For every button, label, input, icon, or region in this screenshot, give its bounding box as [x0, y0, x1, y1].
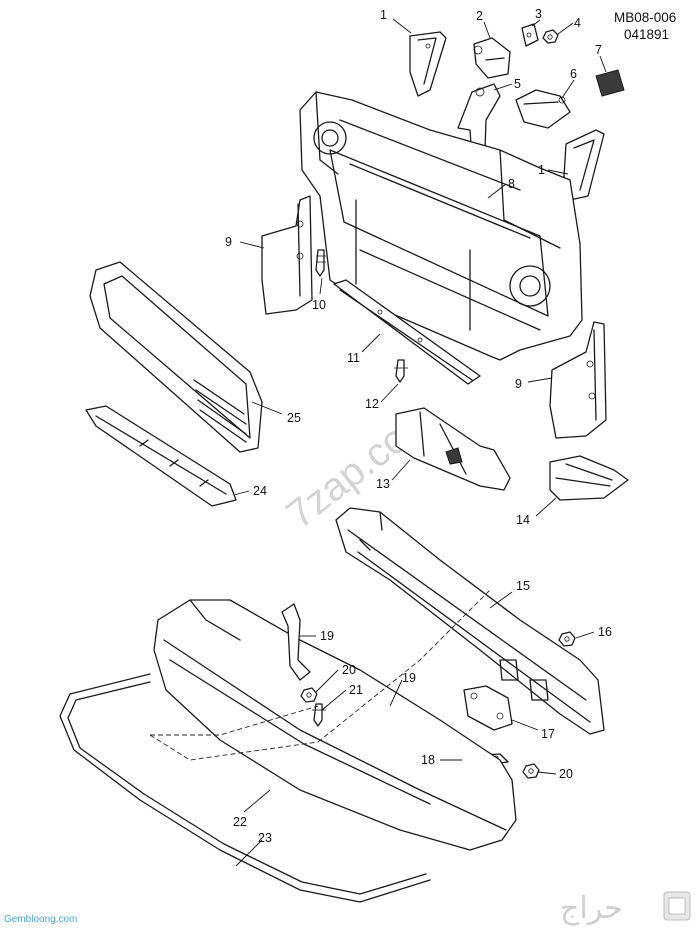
fascia-22: [153, 599, 517, 851]
lamp-13: [395, 407, 511, 491]
assembly-line-right: [317, 589, 491, 743]
screw-12: [394, 359, 408, 383]
callout-16: 16: [598, 625, 612, 639]
callout-7: 7: [595, 43, 602, 57]
callout-19-left: 19: [320, 629, 334, 643]
callout-25: 25: [287, 411, 301, 425]
bracket-9-right: [549, 321, 607, 439]
callout-9-left: 9: [225, 235, 232, 249]
callout-23: 23: [258, 831, 272, 845]
molding-strip-23: [59, 673, 431, 903]
bracket-1-top: [409, 31, 447, 97]
callout-4: 4: [574, 16, 581, 30]
bar-11: [333, 279, 481, 385]
callout-3: 3: [535, 7, 542, 21]
callout-9-right: 9: [515, 377, 522, 391]
callout-20-right: 20: [559, 767, 573, 781]
assembly-line-left: [150, 705, 319, 736]
latch-7: [595, 69, 625, 97]
grille-bar-24: [85, 405, 237, 507]
bracket-6: [515, 89, 571, 129]
lamp-14: [549, 455, 629, 501]
callout-21: 21: [349, 683, 363, 697]
bracket-17: [463, 685, 513, 731]
svg-text:حراج: حراج: [560, 891, 623, 926]
callout-24: 24: [253, 484, 267, 498]
site-watermark: Gembloong.com: [4, 914, 77, 925]
callout-15: 15: [516, 579, 530, 593]
screw-21: [312, 703, 326, 727]
callout-1-top: 1: [380, 8, 387, 22]
callout-14: 14: [516, 513, 530, 527]
diagram-code: MB08-006: [614, 10, 676, 25]
bracket-1-right: [563, 129, 605, 201]
callout-11: 11: [347, 351, 360, 365]
callout-labels: 1 2 3 4 5 6 7 1 8 9 10 11 12 9 25 13 14 …: [225, 7, 612, 845]
callout-2: 2: [476, 9, 483, 23]
callout-13: 13: [376, 477, 390, 491]
nut-20-left: [300, 687, 318, 703]
callout-5: 5: [514, 77, 521, 91]
callout-20-left: 20: [342, 663, 356, 677]
bracket-2: [473, 37, 511, 79]
nut-4: [542, 29, 559, 44]
strip-19-left: [281, 603, 311, 681]
nut-16: [558, 631, 576, 647]
callout-8: 8: [508, 177, 515, 191]
screw-10: [315, 249, 326, 277]
callout-17: 17: [541, 727, 555, 741]
bracket-9-left: [261, 195, 313, 315]
clip-3: [521, 23, 539, 47]
radiator-support-8: [299, 91, 583, 361]
callout-19-right: 19: [402, 671, 416, 685]
impact-bar-15: [335, 507, 605, 735]
diagram-date: 041891: [624, 27, 669, 42]
grille-25: [89, 261, 263, 453]
haraj-logo: حراج: [560, 891, 691, 926]
callout-22: 22: [233, 815, 247, 829]
leader-lines: [233, 18, 607, 867]
callout-6: 6: [570, 67, 577, 81]
callout-1-right: 1: [538, 163, 545, 177]
callout-10: 10: [312, 298, 326, 312]
nut-20-right: [522, 763, 540, 779]
callout-18: 18: [421, 753, 435, 767]
callout-12: 12: [365, 397, 379, 411]
